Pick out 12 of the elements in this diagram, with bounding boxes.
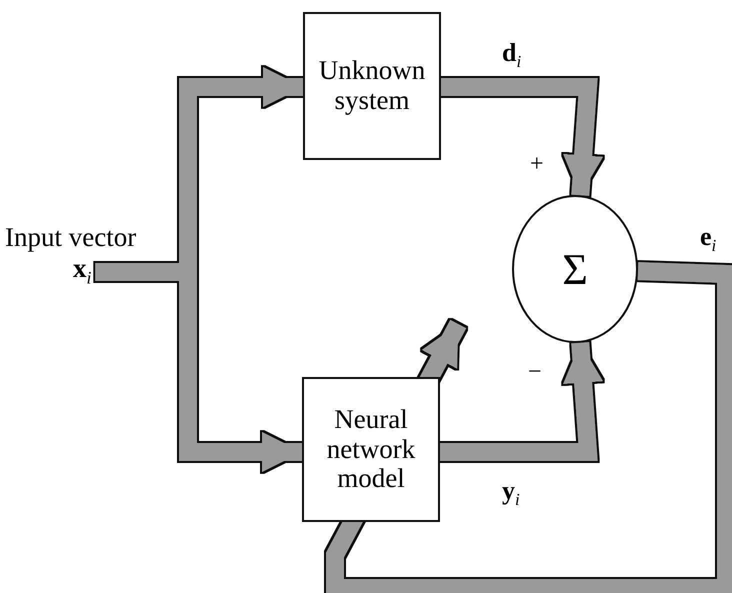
box-label: Neural network model	[326, 404, 416, 494]
sum-symbol: Σ	[562, 244, 588, 294]
arrow	[95, 263, 302, 472]
input-symbol: x$_{i}$	[73, 253, 92, 288]
arrow	[440, 342, 604, 461]
process-box	[303, 12, 441, 160]
sign-label: +	[530, 152, 544, 176]
input-label: Input vector	[5, 222, 136, 254]
arrow	[441, 78, 604, 196]
process-box	[302, 377, 440, 522]
box-label: Unknown system	[318, 56, 426, 116]
sign-label: −	[528, 360, 542, 384]
